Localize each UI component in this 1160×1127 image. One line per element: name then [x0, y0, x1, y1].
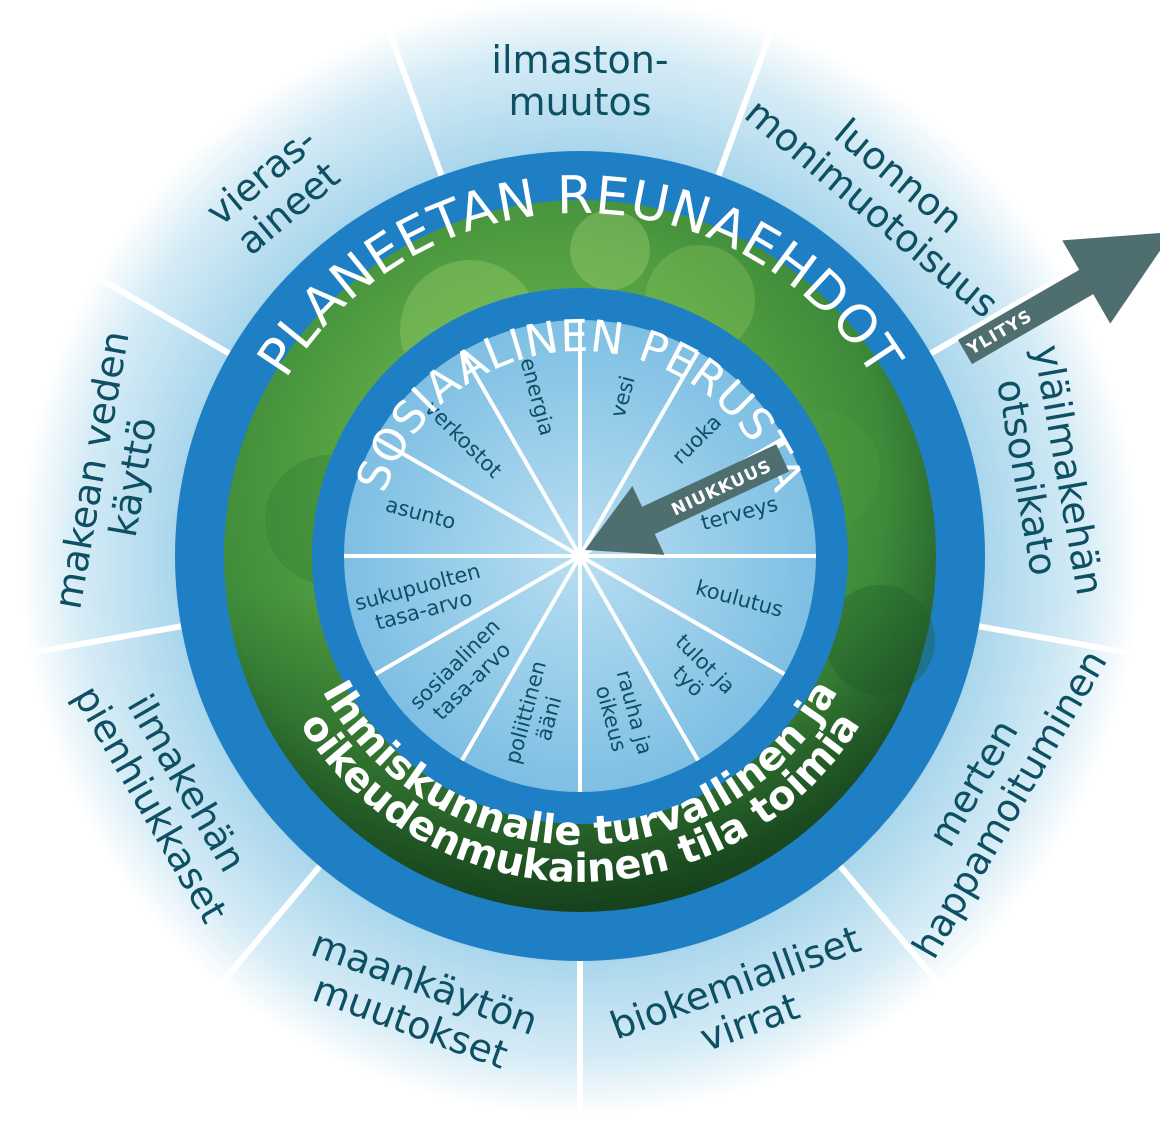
boundary-divider — [27, 623, 182, 657]
foundation-divider — [460, 350, 582, 558]
foundation-divider — [578, 555, 700, 762]
overshoot-arrow: YLITYS — [958, 232, 1160, 365]
foundation-divider — [374, 436, 582, 558]
boundary-label-line: ilmaston- — [491, 38, 668, 82]
boundary-label: ilmaston-muutos — [491, 38, 668, 124]
boundary-divider — [93, 273, 231, 357]
boundary-divider — [838, 864, 943, 987]
foundation-dividers — [344, 320, 816, 792]
boundary-divider — [385, 28, 445, 177]
boundary-divider — [217, 864, 322, 987]
boundary-divider — [929, 273, 1067, 357]
foundation-divider — [460, 555, 582, 762]
foundation-divider — [579, 554, 786, 676]
foundation-divider — [578, 350, 700, 558]
boundary-divider — [715, 28, 775, 177]
boundary-divider — [978, 623, 1133, 657]
boundary-dividers — [27, 28, 1133, 1116]
boundary-label-line: muutos — [508, 80, 651, 124]
foundation-divider — [374, 554, 582, 676]
